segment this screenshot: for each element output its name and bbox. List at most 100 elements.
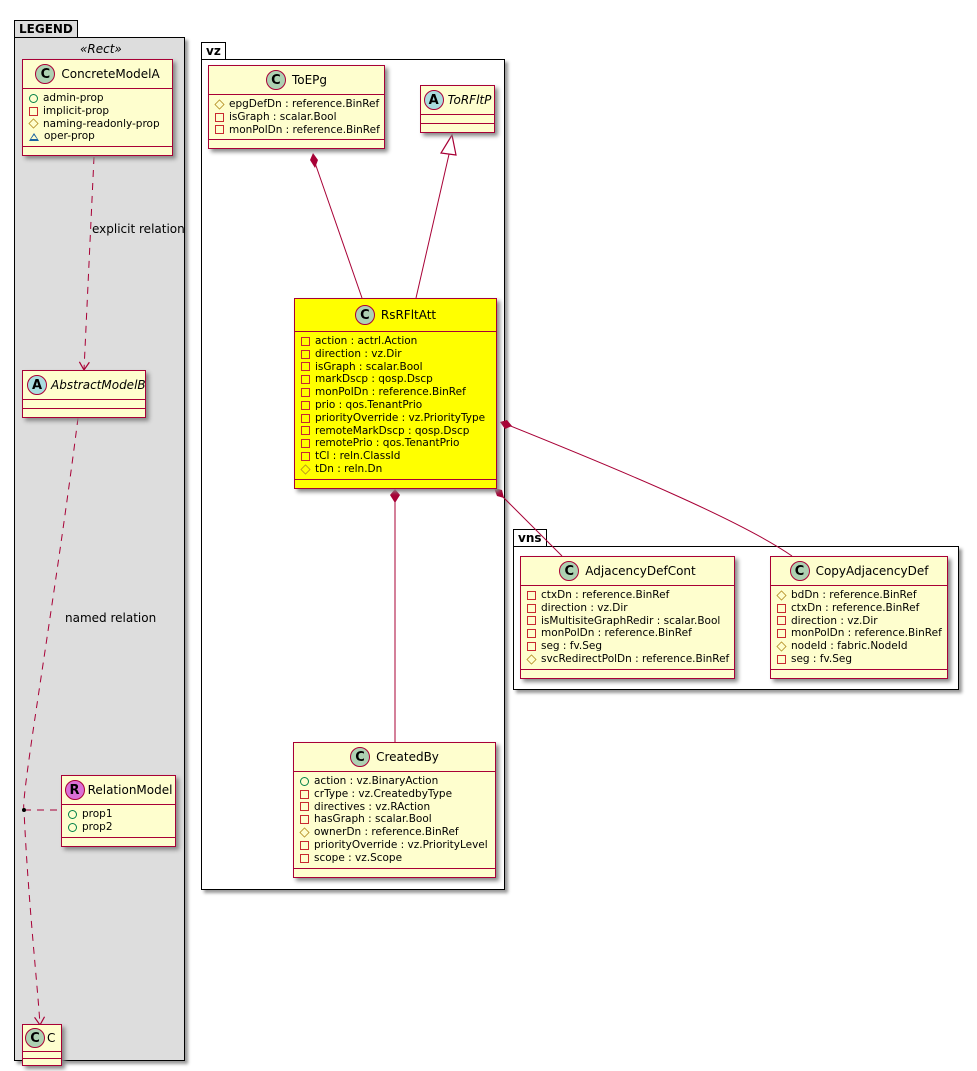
- attribute-row: priorityOverride : vz.PriorityType: [301, 412, 490, 425]
- private-visibility-icon: [527, 642, 536, 652]
- attribute-text: bdDn : reference.BinRef: [791, 589, 917, 601]
- attribute-text: tCl : reln.ClassId: [315, 450, 401, 463]
- attribute-text: nodeId : fabric.NodeId: [791, 640, 908, 653]
- attribute-text: epgDefDn : reference.BinRef: [229, 98, 380, 110]
- private-visibility-icon: [215, 112, 224, 122]
- public-visibility-icon: [300, 776, 309, 786]
- attribute-row: tDn : reln.Dn: [300, 462, 490, 476]
- class-name: RsRFltAtt: [380, 308, 437, 322]
- attribute-text: prio : qos.TenantPrio: [315, 398, 423, 411]
- protected-visibility-icon: [28, 118, 39, 130]
- toepg-composition-line: [313, 159, 363, 299]
- protected-visibility-icon: [214, 99, 225, 110]
- private-visibility-icon: [300, 853, 309, 863]
- attribute-text: tDn : reln.Dn: [315, 462, 383, 475]
- attribute-text: remotePrio : qos.TenantPrio: [315, 437, 460, 450]
- legend-stereotype: «Rect»: [80, 42, 122, 56]
- class-name: RelationModel: [87, 783, 173, 797]
- attribute-text: direction : vz.Dir: [541, 601, 628, 614]
- abstract-kind-icon: A: [423, 90, 444, 110]
- method-compartment: [23, 147, 172, 155]
- legend-package-body: [14, 37, 185, 1061]
- private-visibility-icon: [300, 815, 309, 825]
- attribute-text: isGraph : scalar.Bool: [315, 360, 423, 373]
- vns-package-tab: vns: [513, 529, 547, 546]
- explicit-relation-line: [78, 156, 95, 372]
- attribute-text: admin-prop: [43, 92, 104, 104]
- method-compartment: [295, 480, 496, 488]
- attribute-row: directives : vz.RAction: [300, 801, 489, 814]
- private-visibility-icon: [215, 125, 224, 135]
- attribute-row: isGraph : scalar.Bool: [215, 111, 378, 124]
- abstract-kind-icon: A: [27, 375, 47, 395]
- private-visibility-icon: [301, 362, 310, 372]
- attribute-row: prop2: [68, 821, 169, 834]
- attribute-row: action : vz.BinaryAction: [300, 775, 489, 788]
- protected-visibility-icon: [300, 464, 311, 475]
- attribute-text: isGraph : scalar.Bool: [229, 110, 337, 123]
- attribute-row: monPolDn : reference.BinRef: [215, 124, 380, 137]
- attribute-row: prop1: [68, 808, 169, 821]
- attribute-text: hasGraph : scalar.Bool: [314, 813, 432, 826]
- private-visibility-icon: [527, 616, 536, 626]
- public-visibility-icon: [68, 822, 77, 832]
- attribute-row: epgDefDn : reference.BinRef: [214, 98, 380, 111]
- attribute-row: tCl : reln.ClassId: [301, 450, 490, 463]
- named-relation-line: [23, 417, 79, 1027]
- attribute-text: prop1: [82, 808, 113, 820]
- attribute-text: direction : vz.Dir: [315, 347, 402, 360]
- attribute-text: ctxDn : reference.BinRef: [541, 589, 670, 601]
- attribute-text: seg : fv.Seg: [541, 640, 603, 653]
- method-compartment: [62, 838, 175, 846]
- attribute-text: priorityOverride : vz.PriorityLevel: [314, 838, 488, 851]
- attribute-text: ctxDn : reference.BinRef: [791, 601, 920, 614]
- class-kind-icon: C: [350, 747, 371, 767]
- class-name: AdjacencyDefCont: [585, 564, 696, 578]
- class-kind-icon: C: [35, 64, 56, 84]
- attribute-text: action : actrl.Action: [315, 335, 418, 347]
- private-visibility-icon: [777, 603, 786, 613]
- attribute-row: ctxDn : reference.BinRef: [777, 602, 941, 615]
- attribute-row: ownerDn : reference.BinRef: [299, 826, 489, 839]
- class-kind-icon: C: [265, 70, 286, 90]
- attribute-row: oper-prop: [29, 130, 166, 143]
- package-visibility-icon: [29, 132, 39, 141]
- attribute-text: isMultisiteGraphRedir : scalar.Bool: [541, 614, 721, 627]
- attribute-row: priorityOverride : vz.PriorityLevel: [300, 839, 489, 852]
- class-name: CopyAdjacencyDef: [815, 564, 929, 578]
- explicit-relation-label: explicit relation: [92, 222, 185, 236]
- adjacency-composition-diamond: [494, 488, 504, 498]
- public-visibility-icon: [68, 809, 77, 819]
- attribute-compartment: [421, 115, 494, 124]
- method-compartment: [521, 670, 734, 678]
- attribute-row: remoteMarkDscp : qosp.Dscp: [301, 425, 490, 438]
- attribute-row: implicit-prop: [29, 105, 166, 118]
- attribute-text: monPolDn : reference.BinRef: [791, 627, 942, 640]
- attribute-row: hasGraph : scalar.Bool: [300, 813, 489, 826]
- protected-visibility-icon: [776, 641, 787, 652]
- attribute-row: bdDn : reference.BinRef: [776, 589, 941, 602]
- attribute-row: nodeId : fabric.NodeId: [776, 640, 941, 653]
- method-compartment: [771, 670, 947, 678]
- adjacency-composition-line: [501, 495, 563, 557]
- private-visibility-icon: [301, 336, 310, 346]
- attribute-row: svcRedirectPolDn : reference.BinRef: [526, 653, 729, 666]
- private-visibility-icon: [300, 840, 309, 850]
- class-name: ConcreteModelA: [61, 67, 160, 81]
- attribute-text: priorityOverride : vz.PriorityType: [315, 411, 486, 424]
